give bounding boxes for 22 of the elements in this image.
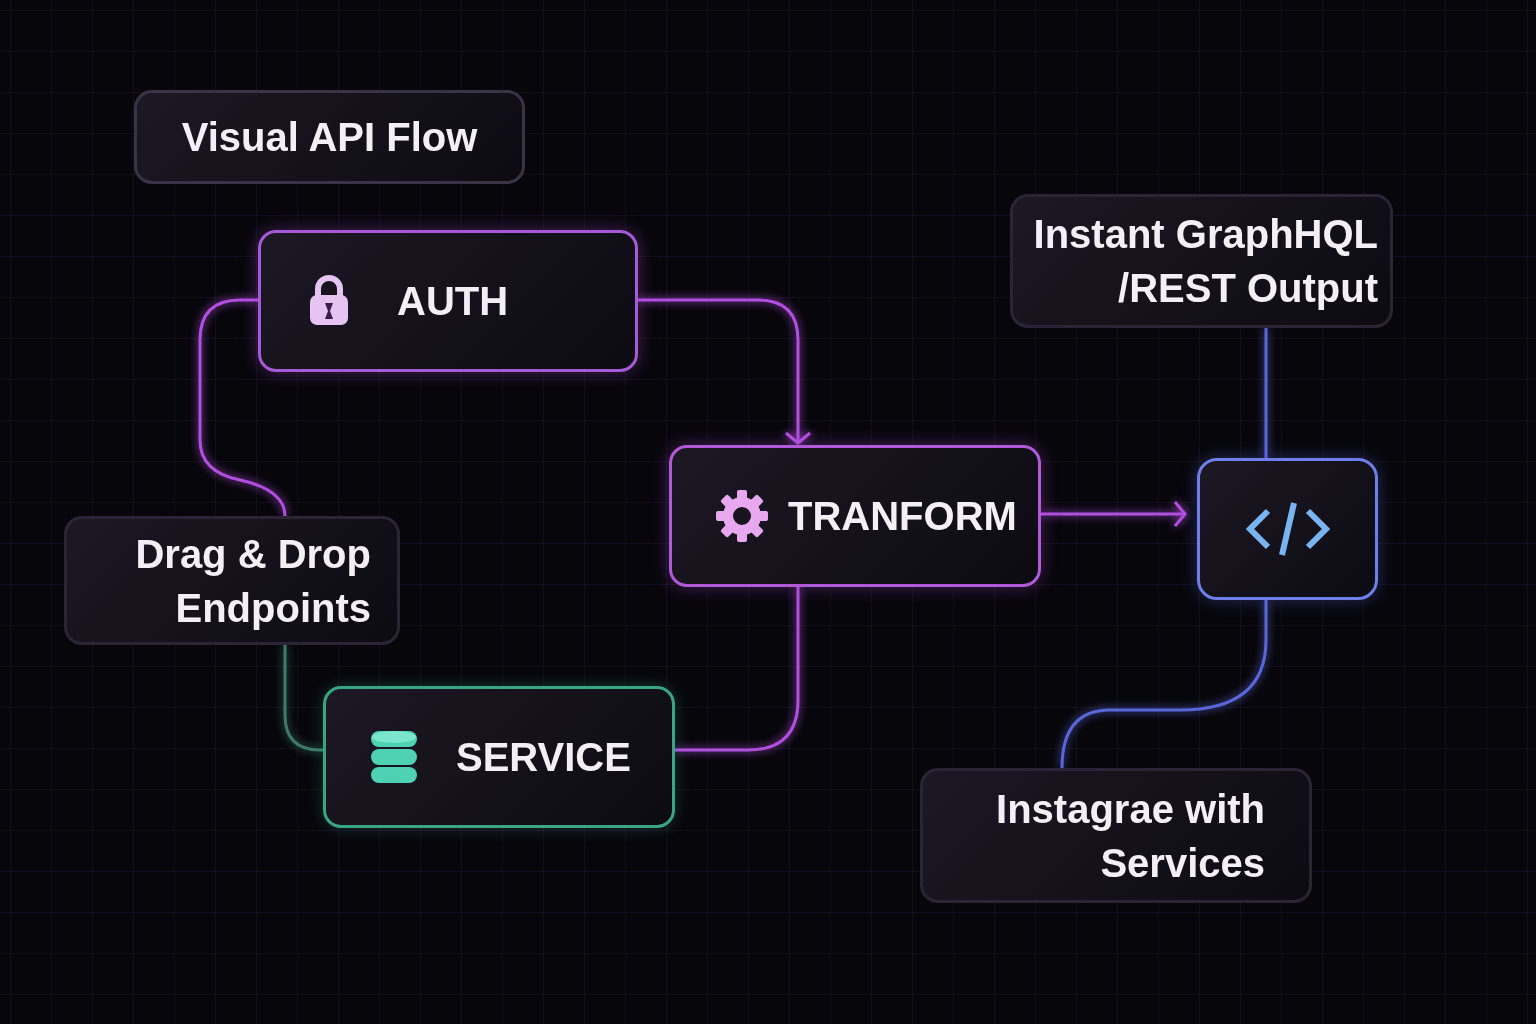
connector-line [283, 645, 323, 752]
node-label: SERVICE [456, 734, 631, 781]
node-label: Instagrae with Services [995, 785, 1265, 887]
process-box [258, 230, 638, 372]
connector-line [198, 298, 287, 517]
process-box [669, 445, 1041, 587]
node-label: Visual API Flow [181, 114, 478, 161]
connector-line [1041, 500, 1187, 528]
note-box [64, 516, 400, 645]
note-box [920, 768, 1312, 903]
node-label: TRANFORM [788, 493, 1017, 540]
connector-line [1264, 328, 1268, 458]
node-label: Instant GraphHQL /REST Output [1032, 211, 1378, 312]
process-box [323, 686, 675, 828]
node-label: Drag & Drop Endpoints [134, 530, 371, 632]
title-box [134, 90, 525, 184]
output-box [1197, 458, 1378, 600]
connector-line [1060, 600, 1268, 769]
note-box [1010, 194, 1393, 328]
connector-line [638, 298, 812, 445]
connector-line [675, 587, 800, 752]
node-label: AUTH [397, 278, 509, 325]
